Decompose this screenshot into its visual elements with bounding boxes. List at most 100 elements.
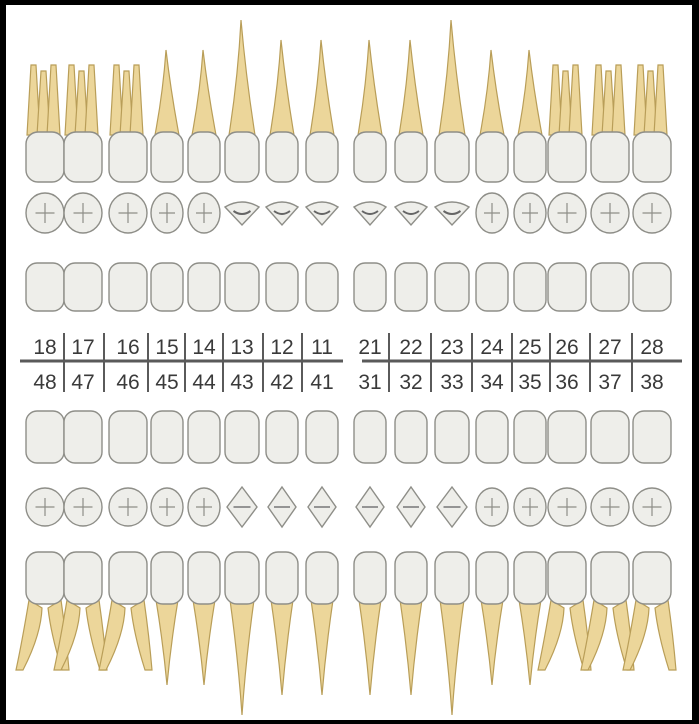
crown-13 — [225, 132, 259, 182]
tooth-21 — [354, 40, 386, 311]
root-44 — [193, 600, 215, 685]
crown-35 — [514, 552, 546, 604]
tooth-number-13: 13 — [230, 336, 253, 359]
lingual-crown-18 — [26, 263, 64, 311]
tooth-number-48: 48 — [33, 371, 56, 394]
lingual-crown-36 — [548, 411, 586, 463]
lingual-crown-16 — [109, 263, 147, 311]
lingual-crown-26 — [548, 263, 586, 311]
root-18 — [27, 65, 60, 135]
tooth-13 — [225, 20, 259, 311]
crown-17 — [64, 132, 102, 182]
tooth-number-24: 24 — [480, 336, 504, 359]
crown-34 — [476, 552, 508, 604]
tooth-number-18: 18 — [33, 336, 56, 359]
tooth-number-31: 31 — [358, 371, 381, 394]
tooth-number-47: 47 — [71, 371, 94, 394]
lingual-crown-11 — [306, 263, 338, 311]
root-14 — [192, 50, 216, 135]
lingual-crown-14 — [188, 263, 220, 311]
crown-41 — [306, 552, 338, 604]
tooth-18 — [26, 65, 64, 311]
tooth-number-34: 34 — [480, 371, 504, 394]
lingual-crown-25 — [514, 263, 546, 311]
tooth-16 — [109, 65, 147, 311]
lingual-crown-23 — [435, 263, 469, 311]
root-46 — [99, 600, 152, 670]
crown-26 — [548, 132, 586, 182]
tooth-33 — [435, 411, 469, 715]
tooth-number-16: 16 — [116, 336, 139, 359]
root-34 — [481, 600, 503, 685]
tooth-15 — [151, 50, 183, 311]
lingual-crown-38 — [633, 411, 671, 463]
root-26 — [549, 65, 582, 135]
lingual-crown-33 — [435, 411, 469, 463]
tooth-number-46: 46 — [116, 371, 139, 394]
tooth-32 — [395, 411, 427, 695]
tooth-11 — [306, 40, 338, 311]
tooth-number-27: 27 — [598, 336, 621, 359]
crown-45 — [151, 552, 183, 604]
crown-42 — [266, 552, 298, 604]
tooth-37 — [581, 411, 634, 670]
tooth-28 — [633, 65, 671, 311]
lingual-crown-46 — [109, 411, 147, 463]
tooth-45 — [151, 411, 183, 685]
tooth-12 — [266, 40, 298, 311]
tooth-number-44: 44 — [192, 371, 216, 394]
tooth-35 — [514, 411, 546, 685]
root-41 — [311, 600, 333, 695]
tooth-43 — [225, 411, 259, 715]
root-28 — [634, 65, 667, 135]
tooth-14 — [188, 50, 220, 311]
tooth-number-32: 32 — [399, 371, 422, 394]
tooth-41 — [306, 411, 338, 695]
crown-33 — [435, 552, 469, 604]
crown-18 — [26, 132, 64, 182]
tooth-number-23: 23 — [440, 336, 463, 359]
lingual-crown-34 — [476, 411, 508, 463]
tooth-number-45: 45 — [155, 371, 178, 394]
crown-37 — [591, 552, 629, 604]
root-12 — [270, 40, 294, 135]
tooth-31 — [354, 411, 386, 695]
tooth-number-26: 26 — [555, 336, 578, 359]
lingual-crown-47 — [64, 411, 102, 463]
crown-44 — [188, 552, 220, 604]
upper-arch — [26, 20, 671, 311]
tooth-number-38: 38 — [640, 371, 663, 394]
root-24 — [480, 50, 504, 135]
root-16 — [110, 65, 143, 135]
tooth-23 — [435, 20, 469, 311]
lingual-crown-45 — [151, 411, 183, 463]
tooth-number-12: 12 — [270, 336, 293, 359]
tooth-number-21: 21 — [358, 336, 381, 359]
lingual-crown-17 — [64, 263, 102, 311]
lingual-crown-41 — [306, 411, 338, 463]
root-22 — [399, 40, 423, 135]
lingual-crown-32 — [395, 411, 427, 463]
tooth-number-35: 35 — [518, 371, 541, 394]
lingual-crown-27 — [591, 263, 629, 311]
root-21 — [358, 40, 382, 135]
lingual-crown-43 — [225, 411, 259, 463]
lingual-crown-22 — [395, 263, 427, 311]
tooth-numbers: 1848174716461545144413431242114121312232… — [33, 336, 663, 394]
tooth-number-33: 33 — [440, 371, 463, 394]
tooth-42 — [266, 411, 298, 695]
crown-27 — [591, 132, 629, 182]
root-17 — [65, 65, 98, 135]
lingual-crown-24 — [476, 263, 508, 311]
tooth-number-36: 36 — [555, 371, 578, 394]
lingual-crown-48 — [26, 411, 64, 463]
root-35 — [519, 600, 541, 685]
root-13 — [229, 20, 255, 135]
lingual-crown-12 — [266, 263, 298, 311]
tooth-25 — [514, 50, 546, 311]
root-15 — [155, 50, 179, 135]
tooth-number-22: 22 — [399, 336, 422, 359]
tooth-number-11: 11 — [311, 336, 333, 359]
